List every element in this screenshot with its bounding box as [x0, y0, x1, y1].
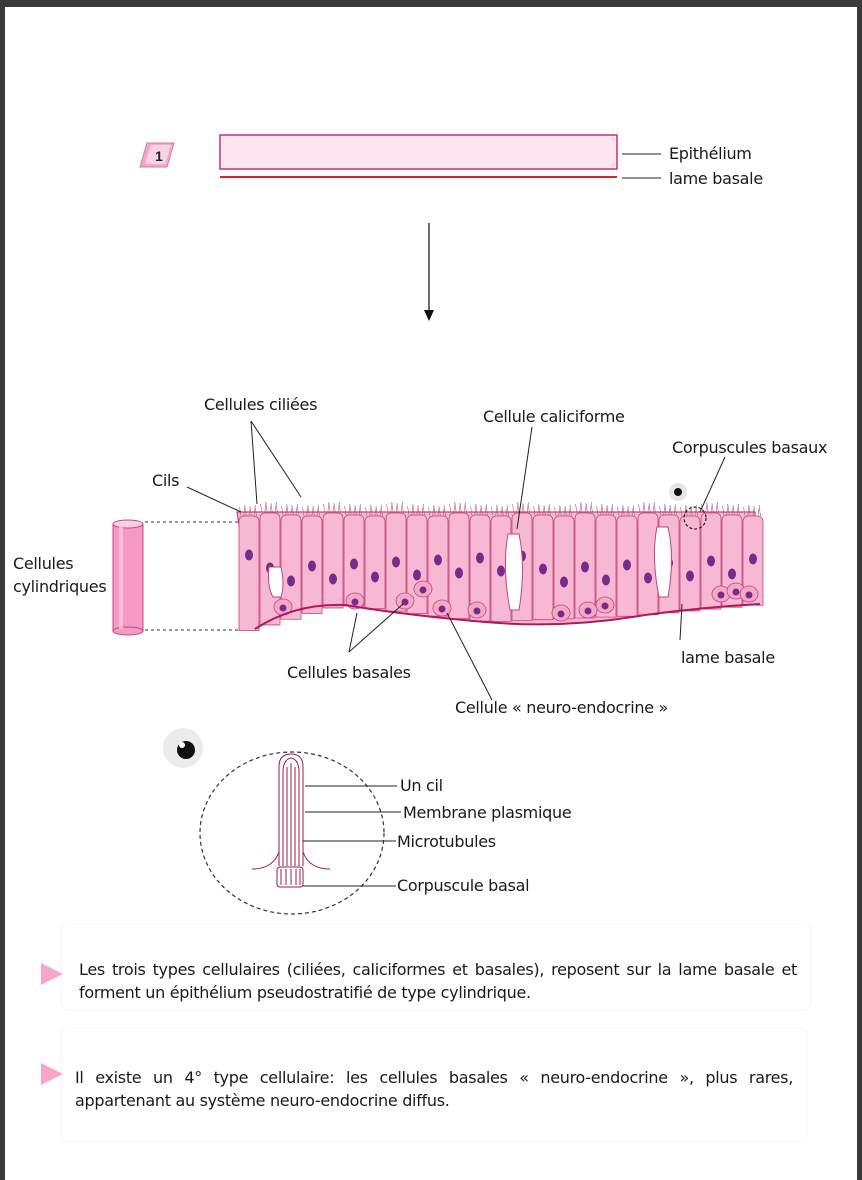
cell-group	[239, 513, 763, 631]
step-badge-number: 1	[155, 148, 163, 164]
epithelium-label: Epithélium	[669, 144, 752, 163]
nucleus	[287, 576, 295, 587]
ciliated-cell	[449, 513, 469, 619]
nucleus	[329, 574, 337, 585]
eye-icon-large	[163, 728, 203, 768]
cylinder-icon	[113, 520, 143, 635]
nucleus	[558, 611, 565, 618]
nucleus	[392, 557, 400, 568]
cilium-strand	[266, 502, 268, 513]
cilium-strand	[581, 502, 583, 513]
down-arrow-icon	[424, 223, 434, 321]
ciliated-cells-label: Cellules ciliées	[204, 395, 317, 414]
cilium-strand	[707, 502, 709, 513]
nucleus	[350, 559, 358, 570]
page: 1	[5, 7, 857, 1180]
cilium-strand	[455, 502, 457, 513]
nucleus	[308, 561, 316, 572]
nucleus	[644, 573, 652, 584]
basal-body-label: Corpuscule basal	[397, 876, 529, 895]
nucleus	[413, 570, 421, 581]
nucleus	[439, 606, 446, 613]
cilium-drawing	[252, 754, 330, 887]
cylindrical-cells-label-line2: cylindriques	[13, 577, 106, 596]
cilium-strand	[338, 502, 340, 513]
note-bullet-icon	[41, 963, 63, 985]
nucleus	[371, 572, 379, 583]
cilium-strand	[590, 502, 592, 513]
membrane-label: Membrane plasmique	[403, 803, 571, 822]
nucleus	[686, 571, 694, 582]
goblet-cell	[269, 567, 284, 597]
goblet-cell	[654, 527, 671, 597]
basement-label: lame basale	[681, 648, 775, 667]
nucleus	[707, 556, 715, 567]
nucleus	[420, 587, 427, 594]
nucleus	[718, 592, 725, 599]
nucleus	[623, 560, 631, 571]
cilium-strand	[758, 505, 760, 516]
nucleus	[280, 605, 287, 612]
nucleus	[539, 564, 547, 575]
ciliated-cell	[554, 516, 574, 619]
note-text-2: Il existe un 4° type cellulaire: les cel…	[75, 1066, 793, 1112]
nucleus	[434, 555, 442, 566]
cilium-strand	[518, 502, 520, 513]
nucleus	[352, 599, 359, 606]
nucleus	[497, 566, 505, 577]
nucleus	[581, 562, 589, 573]
nucleus	[476, 553, 484, 564]
cilium-strand	[527, 502, 529, 513]
cilium-strand	[464, 502, 466, 513]
nucleus	[602, 603, 609, 610]
cylindrical-cells-label-line1: Cellules	[13, 554, 73, 573]
cilium-strand	[329, 502, 331, 513]
ciliated-cell	[323, 513, 343, 608]
eye-icon	[669, 483, 687, 501]
cilia-label: Cils	[152, 471, 179, 490]
cilium-zoom-circle	[200, 752, 384, 914]
goblet-cell	[505, 534, 522, 610]
cilium-strand	[759, 507, 761, 516]
nucleus	[455, 568, 463, 579]
goblet-cell-label: Cellule caliciforme	[483, 407, 625, 426]
cilium-label: Un cil	[400, 776, 443, 795]
cilium-strand	[401, 502, 403, 513]
ciliated-cell	[680, 516, 700, 611]
cilium-strand	[716, 502, 718, 513]
nucleus	[728, 569, 736, 580]
step-badge: 1	[140, 143, 174, 167]
cilium-strand	[392, 502, 394, 513]
microtubules-label: Microtubules	[397, 832, 496, 851]
nucleus	[733, 589, 740, 596]
epithelium-band	[220, 135, 617, 169]
ciliated-cell	[239, 516, 259, 631]
basal-bodies-label: Corpuscules basaux	[672, 438, 827, 457]
nucleus	[560, 577, 568, 588]
cilium-strand	[644, 502, 646, 513]
neuroendocrine-cell-label: Cellule « neuro-endocrine »	[455, 698, 668, 717]
nucleus	[245, 550, 253, 561]
basement-top-label: lame basale	[669, 169, 763, 188]
nucleus	[585, 608, 592, 615]
nucleus	[474, 608, 481, 615]
cilium-strand	[653, 502, 655, 513]
note-text-1: Les trois types cellulaires (ciliées, ca…	[79, 958, 797, 1004]
basal-cells-label: Cellules basales	[287, 663, 411, 682]
cilium-leaders	[303, 786, 401, 886]
nucleus	[746, 592, 753, 599]
ciliated-cell	[365, 516, 385, 609]
note-bullet-icon	[41, 1063, 63, 1085]
cilium-strand	[275, 502, 277, 513]
nucleus	[602, 575, 610, 586]
nucleus	[749, 554, 757, 565]
